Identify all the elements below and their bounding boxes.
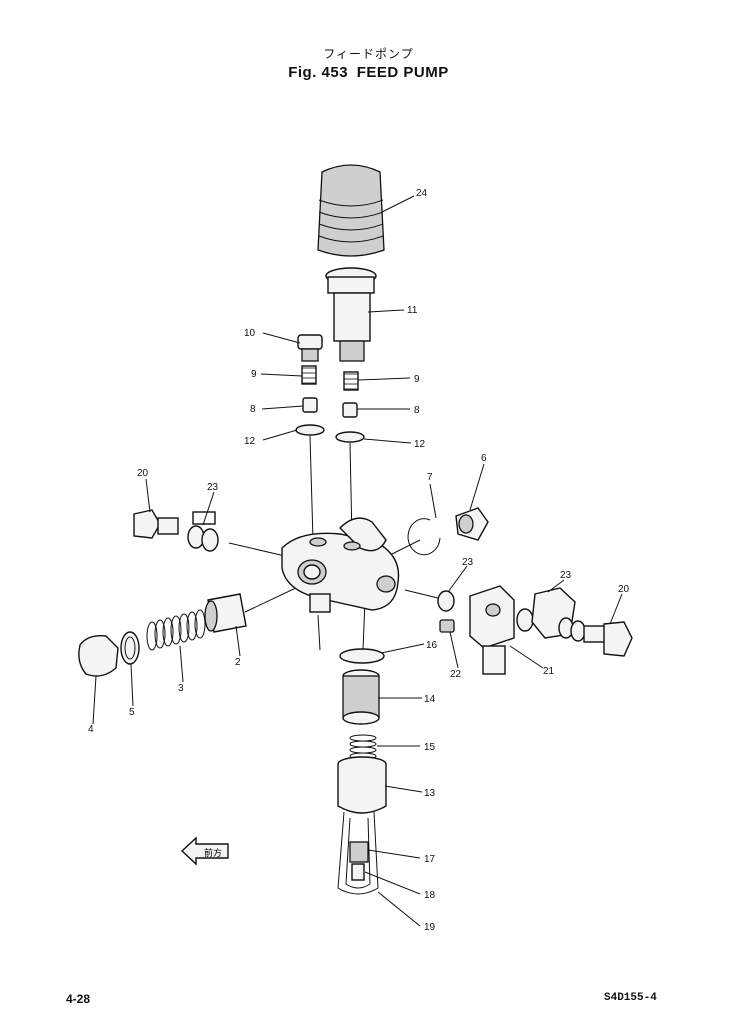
label-13: 13 xyxy=(424,788,436,799)
part-23-gaskets-left xyxy=(187,511,219,552)
figure-number: Fig. 453 xyxy=(288,64,349,81)
part-5-gasket xyxy=(120,631,140,665)
label-18: 18 xyxy=(424,890,436,901)
label-19: 19 xyxy=(424,922,436,933)
part-16-gasket xyxy=(339,648,385,664)
part-23-gasket-center xyxy=(437,590,455,612)
label-23-center: 23 xyxy=(462,557,474,568)
leader-lines xyxy=(92,195,623,927)
part-18-screw xyxy=(351,863,365,881)
label-24: 24 xyxy=(416,188,428,199)
part-23-gaskets-right xyxy=(516,587,586,642)
drawing-code: S4D155-4 xyxy=(604,992,657,1004)
label-3: 3 xyxy=(178,683,184,694)
part-8-valves xyxy=(302,397,358,418)
part-19-clamp xyxy=(337,811,379,895)
part-4-plug-cap xyxy=(78,635,119,677)
label-20-right: 20 xyxy=(618,584,630,595)
label-22: 22 xyxy=(450,669,462,680)
label-4: 4 xyxy=(88,724,94,735)
part-12-gaskets xyxy=(295,424,365,443)
label-21: 21 xyxy=(543,666,555,677)
label-17: 17 xyxy=(424,854,436,865)
part-20-banjo-bolt-left xyxy=(133,509,179,539)
label-10: 10 xyxy=(244,328,256,339)
label-2: 2 xyxy=(235,657,241,668)
label-6: 6 xyxy=(481,453,487,464)
label-15: 15 xyxy=(424,742,436,753)
label-7: 7 xyxy=(427,472,433,483)
page-number: 4-28 xyxy=(66,992,91,1006)
front-direction-arrow: 前方 xyxy=(180,836,229,866)
part-15-spring xyxy=(349,734,377,760)
label-14: 14 xyxy=(424,694,436,705)
part-20-banjo-bolt-right xyxy=(583,621,633,657)
part-24-strainer-cap xyxy=(317,164,385,257)
front-direction-label: 前方 xyxy=(204,847,222,859)
part-22-nipple xyxy=(439,619,455,633)
label-8-right: 8 xyxy=(414,405,420,416)
figure-title: Fig. 453 FEED PUMP xyxy=(0,64,737,81)
label-20-left: 20 xyxy=(137,468,149,479)
part-3-spring xyxy=(146,609,206,651)
part-6-coupling xyxy=(455,507,489,541)
part-7-snap-ring xyxy=(407,518,441,556)
label-23-right: 23 xyxy=(560,570,572,581)
label-8-left: 8 xyxy=(250,404,256,415)
part-number-labels: 24 11 10 9 9 8 8 12 12 20 23 7 6 23 23 2… xyxy=(88,188,630,933)
pump-housing xyxy=(281,517,400,613)
japanese-title: フィードポンプ xyxy=(323,47,414,61)
figure-name: FEED PUMP xyxy=(356,64,449,81)
part-11-plunger-body xyxy=(325,267,377,362)
part-21-block-fitting xyxy=(469,585,515,675)
part-17-nut xyxy=(349,841,369,863)
part-13-cup xyxy=(337,756,387,814)
part-14-strainer xyxy=(342,669,380,725)
label-5: 5 xyxy=(129,707,135,718)
label-12-right: 12 xyxy=(414,439,426,450)
label-11: 11 xyxy=(407,305,418,316)
part-2-sleeve xyxy=(204,593,247,633)
label-9-right: 9 xyxy=(414,374,420,385)
part-9-springs xyxy=(301,365,359,391)
label-16: 16 xyxy=(426,640,438,651)
label-12-left: 12 xyxy=(244,436,256,447)
label-23-left: 23 xyxy=(207,482,219,493)
label-9-left: 9 xyxy=(251,369,257,380)
part-10-plug xyxy=(297,334,323,362)
